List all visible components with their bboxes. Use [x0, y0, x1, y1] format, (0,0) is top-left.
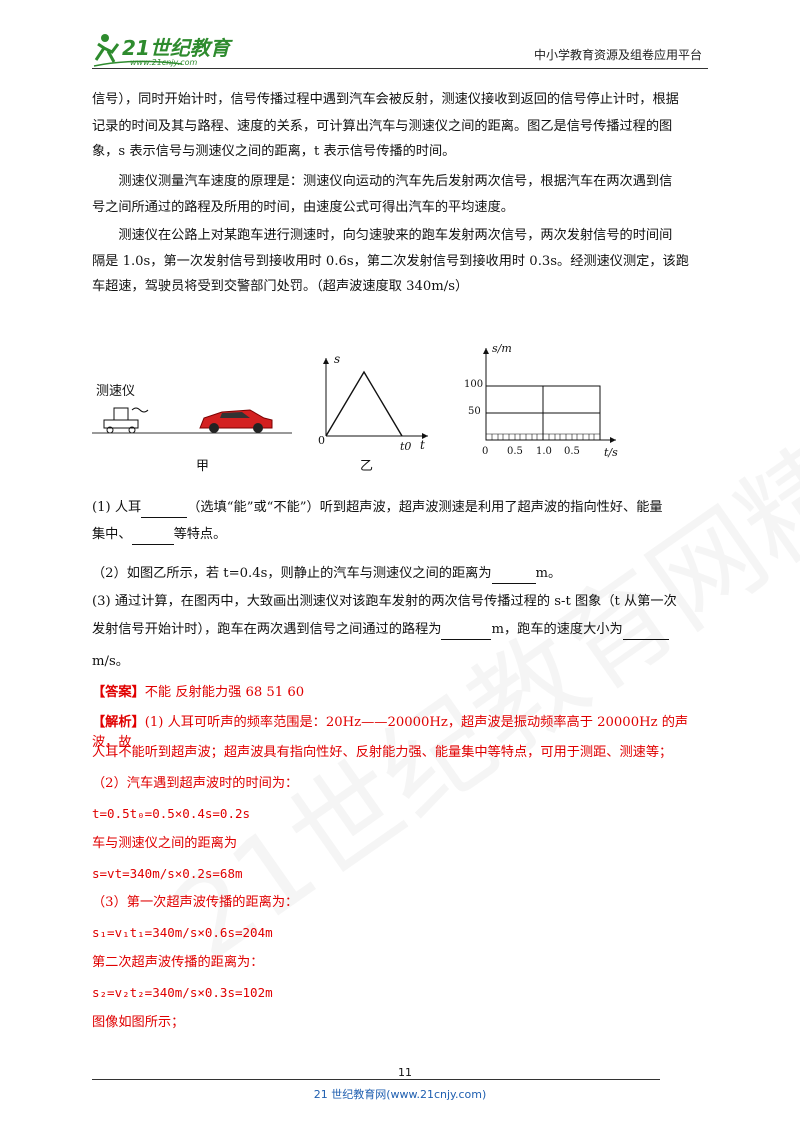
yi-origin-label: 0: [318, 434, 325, 447]
q3-text-c: m，跑车的速度大小为: [491, 622, 623, 637]
q1-blank-2[interactable]: [131, 530, 174, 545]
q1-text-c: 集中、: [92, 527, 132, 542]
analysis-line-10: s₂=v₂t₂=340m/s×0.3s=102m: [92, 985, 273, 1000]
footer-divider: [92, 1079, 660, 1080]
speed-camera-car-drawing: [92, 407, 292, 434]
intro-line-1: 信号），同时开始计时，信号传播过程中遇到汽车会被反射，测速仪接收到返回的信号停止…: [92, 92, 679, 107]
page-number: 11: [398, 1066, 412, 1079]
logo-text: 21世纪教育: [122, 36, 230, 60]
analysis-line-7: （3）第一次超声波传播的距离为：: [92, 895, 299, 910]
caption-yi: 乙: [360, 459, 374, 474]
intro-line-3: 象，s 表示信号与测速仪之间的距离，t 表示信号传播的时间。: [92, 144, 456, 159]
bing-x-tick-1-5: 0.5: [564, 446, 580, 457]
question-1-line-1: (1) 人耳 （选填“能”或“不能”）听到超声波，超声波测速是利用了超声波的指向性…: [92, 498, 708, 518]
answer-line: 【答案】不能 反射能力强 68 51 60: [92, 683, 708, 703]
q1-text-d: 等特点。: [173, 527, 227, 542]
footer-link[interactable]: 21 世纪教育网(www.21cnjy.com): [313, 1088, 487, 1101]
principle-line-1: 测速仪测量汽车速度的原理是：测速仪向运动的汽车先后发射两次信号，根据汽车在两次遇…: [118, 174, 673, 189]
bing-x-tick-0: 0: [482, 446, 489, 457]
figure-yi: s 0 t0 t: [316, 352, 436, 453]
yi-s-label: s: [334, 352, 341, 366]
analysis-text-1: (1) 人耳可听声的频率范围是：20Hz——20000Hz，超声波是振动频率高于…: [92, 715, 689, 750]
bing-x-tick-1-0: 1.0: [536, 446, 552, 457]
q1-blank-1[interactable]: [141, 503, 188, 518]
principle-line-2: 号之间所通过的路程及所用的时间，由速度公式可得出汽车的平均速度。: [92, 200, 514, 215]
analysis-line-4: t=0.5t₀=0.5×0.4s=0.2s: [92, 806, 251, 821]
bing-y-tick-100: 100: [464, 379, 484, 390]
question-3-line-1: (3) 通过计算，在图丙中，大致画出测速仪对该跑车发射的两次信号传播过程的 s-…: [92, 594, 677, 609]
bing-y-axis-label: s/m: [492, 342, 512, 355]
analysis-label: 【解析】: [92, 715, 145, 730]
empty-s-t-grid: [483, 348, 616, 443]
analysis-line-8: s₁=v₁t₁=340m/s×0.6s=204m: [92, 925, 273, 940]
question-2: （2）如图乙所示，若 t=0.4s，则静止的汽车与测速仪之间的距离为 m。: [92, 564, 708, 584]
problem-line-1: 测速仪在公路上对某跑车进行测速时，向匀速驶来的跑车发射两次信号，两次发射信号的时…: [118, 228, 673, 243]
q2-text-a: （2）如图乙所示，若 t=0.4s，则静止的汽车与测速仪之间的距离为: [92, 566, 492, 581]
analysis-line-6: s=vt=340m/s×0.2s=68m: [92, 866, 243, 881]
analysis-line-1: 【解析】(1) 人耳可听声的频率范围是：20Hz——20000Hz，超声波是振动…: [92, 713, 708, 753]
yi-t-label: t: [420, 438, 425, 452]
q3-text-b: 发射信号开始计时），跑车在两次遇到信号之间通过的路程为: [92, 622, 442, 637]
q2-blank[interactable]: [491, 569, 536, 584]
bing-y-tick-50: 50: [468, 406, 481, 417]
brand-logo: 21世纪教育 www.21cnjy.com: [92, 30, 242, 72]
figure-jia: 测速仪: [92, 340, 292, 450]
analysis-line-3: （2）汽车遇到超声波时的时间为：: [92, 776, 299, 791]
q1-text-a: (1) 人耳: [92, 500, 142, 515]
question-3-line-2: 发射信号开始计时），跑车在两次遇到信号之间通过的路程为 m，跑车的速度大小为: [92, 620, 708, 640]
q2-text-b: m。: [535, 566, 562, 581]
bing-x-tick-0-5: 0.5: [507, 446, 523, 457]
figure-bing: s/m 100 50 0 0.5 1.0 0.5 t/s: [456, 342, 626, 462]
problem-line-3: 车超速，驾驶员将受到交警部门处罚。（超声波速度取 340m/s）: [92, 279, 469, 294]
speed-gun-label: 测速仪: [96, 384, 136, 399]
problem-line-2: 隔是 1.0s，第一次发射信号到接收用时 0.6s，第二次发射信号到接收用时 0…: [92, 254, 689, 269]
analysis-line-9: 第二次超声波传播的距离为：: [92, 955, 264, 970]
header-divider: [92, 68, 708, 69]
q3-blank-1[interactable]: [441, 625, 492, 640]
question-1-line-2: 集中、 等特点。: [92, 525, 708, 545]
q1-text-b: （选填“能”或“不能”）听到超声波，超声波测速是利用了超声波的指向性好、能量: [187, 500, 663, 515]
caption-jia: 甲: [196, 459, 210, 474]
yi-t0-label: t0: [400, 440, 412, 453]
bing-x-axis-label: t/s: [604, 446, 618, 459]
intro-line-2: 记录的时间及其与路程、速度的关系，可计算出汽车与测速仪之间的距离。图乙是信号传播…: [92, 119, 673, 134]
analysis-line-2: 人耳不能听到超声波；超声波具有指向性好、反射能力强、能量集中等特点，可用于测距、…: [92, 745, 673, 760]
answer-label: 【答案】: [92, 685, 145, 700]
logo-url: www.21cnjy.com: [130, 58, 198, 67]
runner-icon: [93, 34, 183, 67]
header-platform-name: 中小学教育资源及组卷应用平台: [533, 48, 702, 62]
analysis-line-5: 车与测速仪之间的距离为: [92, 836, 238, 851]
analysis-line-11: 图像如图所示；: [92, 1015, 185, 1030]
q3-blank-2[interactable]: [622, 625, 669, 640]
s-t-triangle-graph: [323, 358, 428, 439]
question-3-line-3: m/s。: [92, 654, 129, 669]
answer-text: 不能 反射能力强 68 51 60: [144, 685, 305, 700]
